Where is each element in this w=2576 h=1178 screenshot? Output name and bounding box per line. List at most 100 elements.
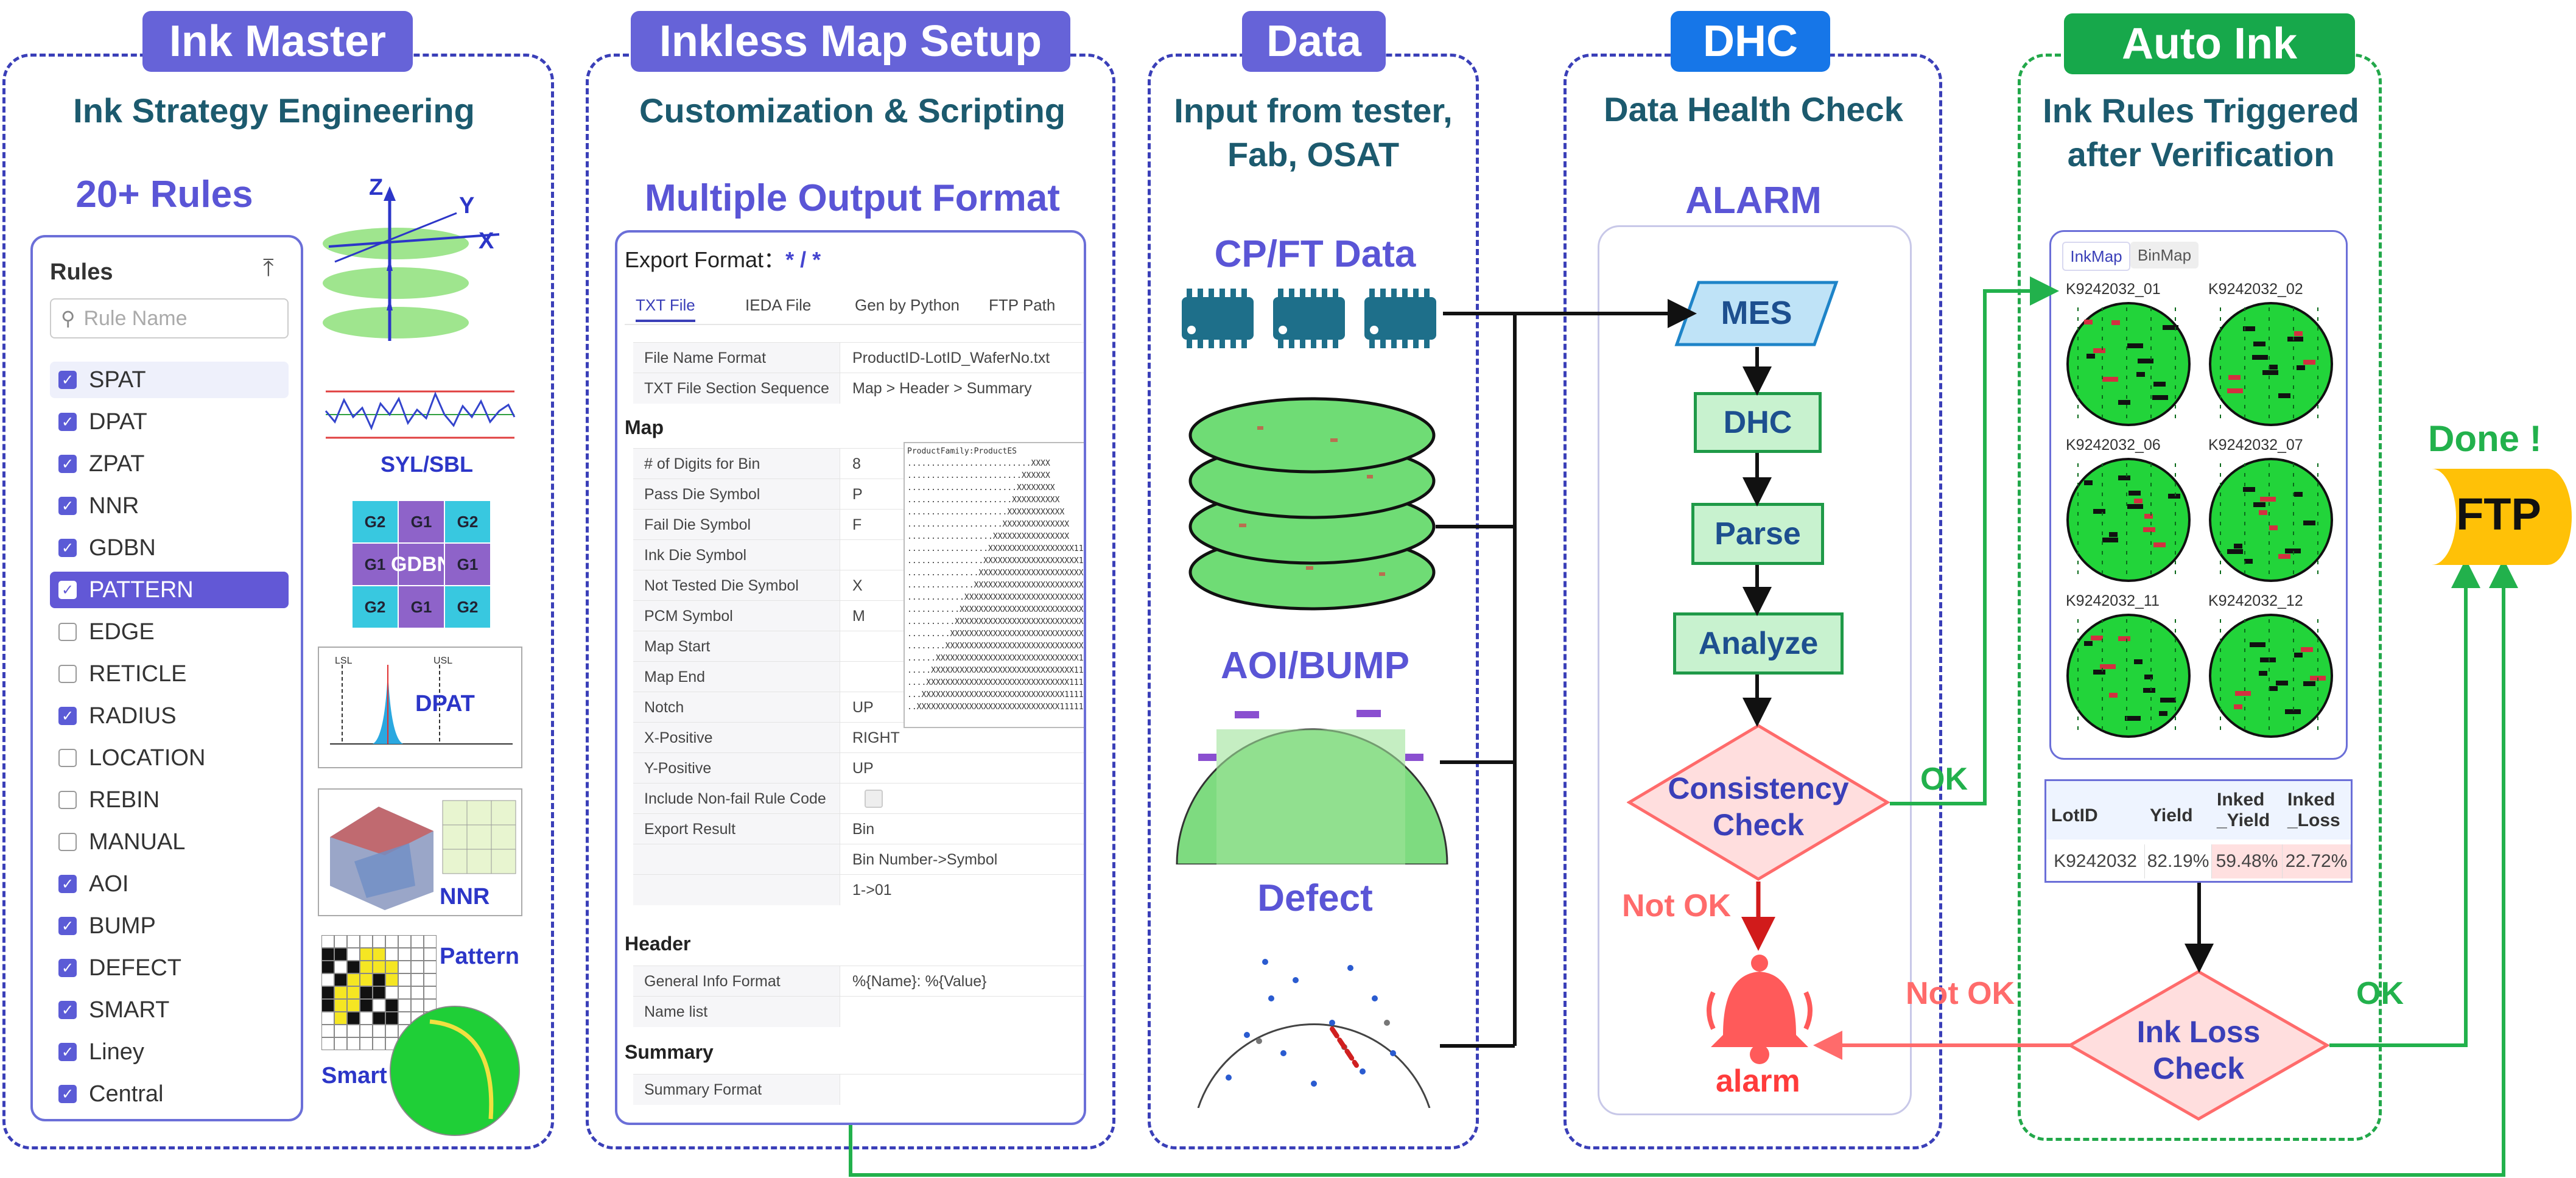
wafer-map[interactable]	[2066, 457, 2191, 583]
checkbox-empty-icon[interactable]	[58, 833, 77, 851]
rule-label: MANUAL	[89, 829, 186, 855]
rule-item-defect[interactable]: ✓DEFECT	[50, 950, 289, 986]
checkbox-empty-icon[interactable]	[865, 790, 883, 808]
tab-binmap[interactable]: BinMap	[2130, 242, 2199, 268]
setting-value[interactable]: M	[852, 607, 865, 625]
pattern-cell	[373, 986, 385, 999]
checkbox-checked-icon[interactable]: ✓	[58, 917, 77, 935]
wafer-map[interactable]	[2066, 613, 2191, 738]
setting-value[interactable]: Map > Header > Summary	[852, 379, 1032, 397]
rule-item-liney[interactable]: ✓Liney	[50, 1034, 289, 1070]
checkbox-checked-icon[interactable]: ✓	[58, 581, 77, 599]
setting-value[interactable]: UP	[852, 759, 874, 777]
pattern-label: Pattern	[440, 944, 519, 969]
pattern-cell	[347, 935, 360, 948]
setting-key: Export Result	[633, 814, 840, 844]
rule-item-central[interactable]: ✓Central	[50, 1076, 289, 1112]
checkbox-checked-icon[interactable]: ✓	[58, 539, 77, 557]
pattern-cell	[347, 973, 360, 986]
export-tab-1[interactable]: IEDA File	[745, 296, 812, 314]
checkbox-checked-icon[interactable]: ✓	[58, 497, 77, 515]
setting-value[interactable]: P	[852, 485, 863, 503]
export-tab-3[interactable]: FTP Path	[989, 296, 1056, 314]
checkbox-checked-icon[interactable]: ✓	[58, 707, 77, 725]
wafer-map[interactable]	[2208, 457, 2334, 583]
setting-value[interactable]: F	[852, 516, 862, 533]
setting-key: Ink Die Symbol	[633, 540, 840, 570]
setting-value[interactable]: UP	[852, 698, 874, 716]
setting-value[interactable]: X	[852, 577, 863, 594]
checkbox-checked-icon[interactable]: ✓	[58, 959, 77, 977]
setting-value[interactable]: 8	[852, 455, 861, 472]
wafer-map[interactable]	[2208, 613, 2334, 738]
map-section-title: Map	[625, 416, 664, 438]
rule-item-nnr[interactable]: ✓NNR	[50, 488, 289, 524]
setting-key	[633, 875, 840, 905]
wafer-map[interactable]	[2066, 301, 2191, 427]
checkbox-checked-icon[interactable]: ✓	[58, 413, 77, 431]
map-preview-line: ................XXXXXXXXXXXXXXXXXXXX1111…	[907, 556, 1084, 566]
rule-item-aoi[interactable]: ✓ AOI	[50, 866, 289, 902]
rule-label: ZPAT	[89, 451, 145, 477]
checkbox-checked-icon[interactable]: ✓	[58, 1043, 77, 1061]
wafer-map[interactable]	[2208, 301, 2334, 427]
pin-top-icon[interactable]: ⤒	[263, 254, 274, 281]
alarm-label: alarm	[1716, 1064, 1800, 1099]
gdbn-cell-g1: G1	[444, 543, 491, 586]
checkbox-checked-icon[interactable]: ✓	[58, 1001, 77, 1019]
ink-master-title: Ink Master	[142, 11, 413, 72]
setting-value[interactable]: 1->01	[852, 881, 892, 899]
rule-item-smart[interactable]: ✓ SMART	[50, 992, 289, 1028]
setting-key: Include Non-fail Rule Code	[633, 784, 840, 814]
rule-item-rebin[interactable]: REBIN	[50, 782, 289, 818]
pattern-cell	[411, 973, 424, 986]
checkbox-empty-icon[interactable]	[58, 623, 77, 641]
setting-row: Export Result Bin	[633, 813, 1084, 844]
pattern-cell	[334, 1037, 347, 1050]
table-cell: 22.72%	[2283, 844, 2351, 878]
consistency-label-1: Consistency	[1668, 771, 1849, 805]
rule-label: SMART	[89, 997, 170, 1023]
data-subtitle-2: Fab, OSAT	[1227, 135, 1400, 174]
export-tab-0[interactable]: TXT File	[636, 296, 695, 322]
rule-item-edge[interactable]: EDGE	[50, 614, 289, 650]
rules-header: Rules	[50, 259, 113, 285]
rule-item-manual[interactable]: MANUAL	[50, 824, 289, 860]
summary-section-title: Summary	[625, 1041, 714, 1063]
rule-item-gdbn[interactable]: ✓GDBN	[50, 530, 289, 566]
setting-value[interactable]: Bin Number->Symbol	[852, 850, 998, 868]
rule-item-pattern[interactable]: ✓PATTERN	[50, 572, 289, 608]
rule-item-radius[interactable]: ✓RADIUS	[50, 698, 289, 734]
setting-value[interactable]: ProductID-LotID_WaferNo.txt	[852, 349, 1050, 366]
setting-key: Notch	[633, 692, 840, 723]
rule-label: AOI	[89, 871, 129, 897]
rule-item-location[interactable]: LOCATION	[50, 740, 289, 776]
nnr-label: NNR	[440, 884, 490, 910]
pattern-cell	[373, 948, 385, 961]
rule-label: RETICLE	[89, 661, 187, 687]
rule-item-zpat[interactable]: ✓ ZPAT	[50, 446, 289, 482]
pattern-cell	[321, 1012, 334, 1025]
pattern-cell	[373, 1012, 385, 1025]
rule-item-spat[interactable]: ✓SPAT	[50, 362, 289, 398]
rule-item-bump[interactable]: ✓BUMP	[50, 908, 289, 944]
checkbox-checked-icon[interactable]: ✓	[58, 1085, 77, 1103]
auto-ink-subtitle-2: after Verification	[2067, 135, 2335, 174]
rule-item-dpat[interactable]: ✓DPAT	[50, 404, 289, 440]
checkbox-checked-icon[interactable]: ✓	[58, 455, 77, 473]
checkbox-empty-icon[interactable]	[58, 749, 77, 767]
setting-value[interactable]: %{Name}: %{Value}	[852, 972, 987, 990]
setting-value[interactable]: RIGHT	[852, 729, 900, 746]
rule-item-reticle[interactable]: RETICLE	[50, 656, 289, 692]
map-preview-line: ...XXXXXXXXXXXXXXXXXXXXXXXXXXXXXX111111	[907, 690, 1086, 699]
setting-value[interactable]: Bin	[852, 820, 875, 838]
map-preview-line: ...............XXXXXXXXXXXXXXXXXXXXXX111…	[907, 569, 1084, 578]
rule-search-box[interactable]: ⚲ Rule Name	[50, 298, 289, 338]
tab-inkmap[interactable]: InkMap	[2062, 242, 2130, 271]
export-tab-2[interactable]: Gen by Python	[855, 296, 960, 314]
checkbox-empty-icon[interactable]	[58, 665, 77, 683]
checkbox-empty-icon[interactable]	[58, 791, 77, 809]
checkbox-checked-icon[interactable]: ✓	[58, 875, 77, 893]
rule-search-input[interactable]: Rule Name	[83, 306, 188, 330]
checkbox-checked-icon[interactable]: ✓	[58, 371, 77, 389]
